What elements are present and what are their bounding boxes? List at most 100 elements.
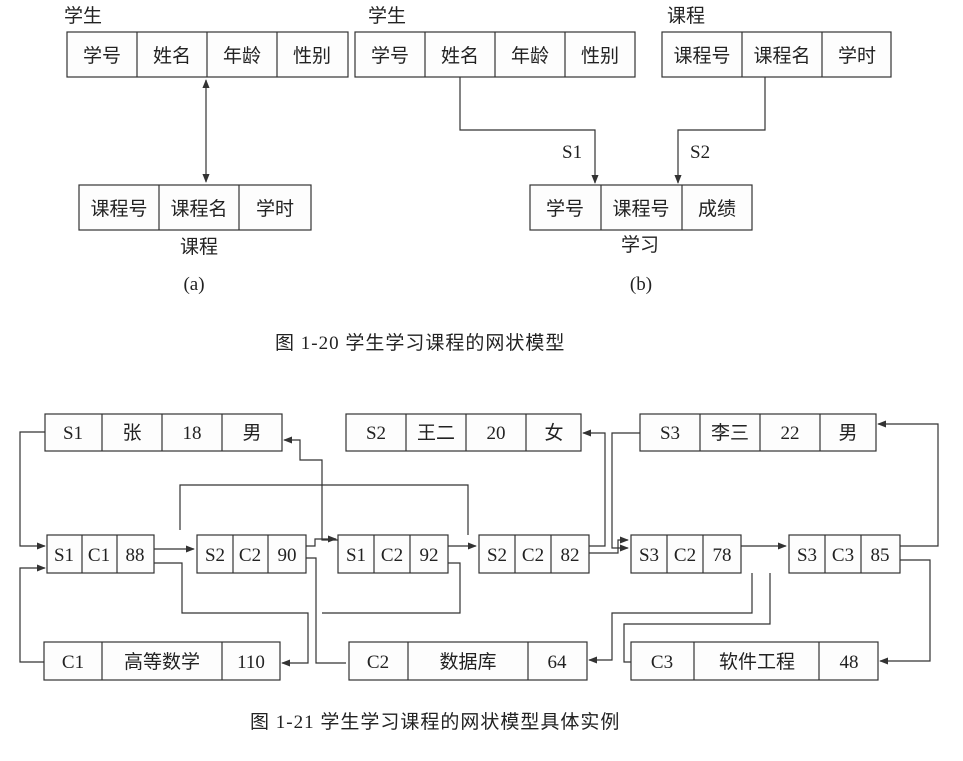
- fig21-study-2-student: S2: [205, 545, 225, 566]
- fig21-link-c2-return: [588, 573, 753, 664]
- fig21-study-5: S3 C2 78: [630, 534, 742, 574]
- fig20-caption: 图 1-20 学生学习课程的网状模型: [275, 332, 565, 354]
- fig20b-student-record: 学号 姓名 年龄 性别: [354, 31, 636, 78]
- fig21-student-s1-name: 张: [122, 422, 141, 444]
- fig21-study-4-course: C2: [522, 545, 544, 566]
- figure-1-20: 学生 学号 姓名 年龄 性别 课程号 课程名 学时 课程 (a: [64, 5, 892, 354]
- fig21-course-c1-hours: 110: [237, 652, 265, 673]
- fig20a-course-field-2: 课程名: [170, 198, 227, 220]
- fig21-link-s2-return: [582, 429, 606, 547]
- fig20b-study-field-1: 学号: [546, 198, 584, 220]
- fig20b-course-field-3: 学时: [838, 45, 876, 67]
- fig21-student-s1-age: 18: [183, 423, 202, 444]
- fig20b-link-s1-label: S1: [562, 142, 582, 163]
- fig20a: 学生 学号 姓名 年龄 性别 课程号 课程名 学时 课程 (a: [64, 5, 349, 295]
- fig20b-student-field-2: 姓名: [441, 45, 479, 67]
- fig20b-student-field-4: 性别: [581, 45, 619, 67]
- fig21-student-s2-name: 王二: [417, 423, 455, 444]
- fig21-link-study3-loop: [179, 484, 338, 541]
- fig21-link-c2-mid: [322, 562, 461, 614]
- fig21-study-5-student: S3: [639, 545, 659, 566]
- fig20b-study-field-2: 课程号: [612, 198, 669, 220]
- fig20a-student-field-3: 年龄: [223, 45, 261, 67]
- fig21-study-2-course: C2: [239, 545, 261, 566]
- fig21-course-c2: C2 数据库 64: [348, 641, 588, 681]
- fig21-student-s2: S2 王二 20 女: [345, 413, 582, 452]
- fig21-student-s2-age: 20: [487, 423, 506, 444]
- fig21-course-c3: C3 软件工程 48: [630, 641, 879, 681]
- fig21-study-3-student: S1: [346, 545, 366, 566]
- fig21-study-2: S2 C2 90: [196, 534, 307, 574]
- fig21-link-s1-first: [19, 431, 46, 550]
- fig21-study-2-score: 90: [278, 545, 297, 566]
- fig20b-course-label: 课程: [667, 5, 705, 27]
- fig21-student-s3-age: 22: [781, 423, 800, 444]
- fig20b: 学生 学号 姓名 年龄 性别 课程 课程号 课程名 学时: [354, 5, 892, 295]
- fig21-link-s1-return: [283, 436, 469, 535]
- fig20b-study-field-3: 成绩: [698, 198, 736, 220]
- fig20b-student-field-1: 学号: [371, 45, 409, 67]
- fig21-link-study2-study3: [306, 535, 337, 547]
- fig21-link-c1-return: [154, 562, 309, 667]
- fig20a-sub-label: (a): [183, 274, 204, 295]
- fig21-course-c2-hours: 64: [548, 652, 568, 673]
- fig21-student-s1-sex: 男: [242, 423, 261, 444]
- fig21-study-1-score: 88: [126, 545, 145, 566]
- fig20a-student-field-1: 学号: [83, 45, 121, 67]
- fig20b-student-label: 学生: [368, 5, 406, 27]
- fig21-link-c2-first: [306, 557, 346, 664]
- fig21-link-c1-first: [19, 564, 46, 663]
- fig21-study-4-student: S2: [487, 545, 507, 566]
- fig21-student-s1-no: S1: [63, 423, 83, 444]
- fig21-study-5-score: 78: [713, 545, 732, 566]
- fig20b-study-record: 学号 课程号 成绩: [529, 184, 753, 231]
- figure-1-21: S1 张 18 男 S2 王二 20 女 S3 李三 22 男: [19, 413, 939, 733]
- fig21-student-s2-no: S2: [366, 423, 386, 444]
- fig21-course-c1: C1 高等数学 110: [43, 641, 281, 681]
- fig21-study-1-course: C1: [88, 545, 110, 566]
- fig20b-study-label: 学习: [621, 234, 659, 256]
- fig21-course-c3-no: C3: [651, 652, 673, 673]
- fig20b-course-field-2: 课程名: [753, 45, 810, 67]
- fig21-study-3: S1 C2 92: [337, 534, 449, 574]
- fig20b-link-s2: [674, 77, 766, 184]
- fig21-caption: 图 1-21 学生学习课程的网状模型具体实例: [250, 711, 620, 733]
- fig20b-course-field-1: 课程号: [673, 45, 730, 67]
- fig21-study-6: S3 C3 85: [788, 534, 901, 574]
- fig21-study-3-score: 92: [420, 545, 439, 566]
- fig21-student-s3-no: S3: [660, 423, 680, 444]
- fig20a-course-field-1: 课程号: [90, 198, 147, 220]
- fig20b-link-s1: [459, 77, 599, 184]
- fig21-course-c2-no: C2: [367, 652, 389, 673]
- fig21-link-c3-return: [879, 559, 931, 665]
- fig20b-sub-label: (b): [630, 274, 652, 295]
- fig21-course-c2-name: 数据库: [439, 651, 496, 673]
- fig20a-student-record: 学号 姓名 年龄 性别: [66, 31, 349, 78]
- fig21-course-c3-name: 软件工程: [719, 651, 795, 673]
- fig21-course-c3-hours: 48: [840, 652, 859, 673]
- fig21-link-study4-study5: [589, 536, 629, 554]
- fig21-study-6-score: 85: [871, 545, 890, 566]
- fig20a-student-field-2: 姓名: [153, 45, 191, 67]
- fig21-course-c1-name: 高等数学: [124, 651, 200, 673]
- fig21-course-c1-no: C1: [62, 652, 84, 673]
- fig20b-course-record: 课程号 课程名 学时: [661, 31, 892, 78]
- fig21-student-s3-sex: 男: [838, 423, 857, 444]
- fig21-study-1: S1 C1 88: [46, 534, 155, 574]
- fig21-student-s2-sex: 女: [544, 422, 563, 444]
- fig20a-course-label: 课程: [180, 236, 218, 258]
- fig20b-link-s2-label: S2: [690, 142, 710, 163]
- fig21-link-s3-return: [877, 420, 939, 547]
- fig21-study-1-student: S1: [54, 545, 74, 566]
- fig21-study-3-course: C2: [381, 545, 403, 566]
- fig21-study-6-student: S3: [797, 545, 817, 566]
- fig21-link-s3-first: [611, 432, 640, 552]
- fig20a-course-record: 课程号 课程名 学时: [78, 184, 312, 231]
- fig21-student-s1: S1 张 18 男: [44, 413, 283, 452]
- fig21-study-4-score: 82: [561, 545, 580, 566]
- fig21-student-s3: S3 李三 22 男: [639, 413, 877, 452]
- fig20b-student-field-3: 年龄: [511, 45, 549, 67]
- fig21-link-c3-first: [623, 573, 771, 663]
